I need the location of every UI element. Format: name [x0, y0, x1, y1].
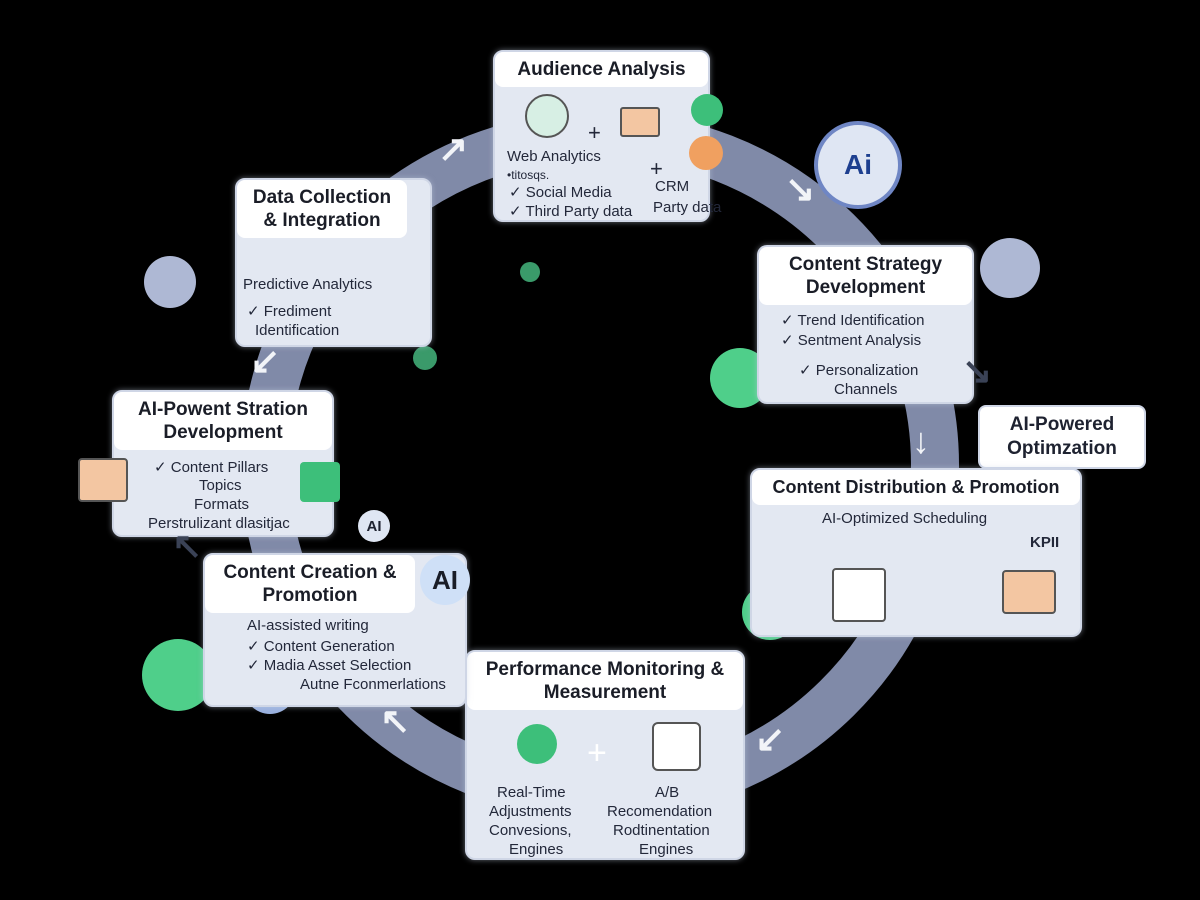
item: ✓ Content Pillars: [154, 459, 269, 476]
item: AI-assisted writing: [247, 617, 369, 634]
folder-circle-icon: [710, 348, 770, 408]
item: Real-Time: [497, 784, 566, 801]
item: Predictive Analytics: [243, 276, 373, 293]
card-title: Performance Monitoring & Measurement: [467, 652, 743, 710]
audience-analysis-card: Audience Analysis + Web Analytics •titos…: [493, 50, 723, 222]
kpi-label: KPII: [1030, 534, 1060, 551]
audio-wave-icon: [691, 94, 723, 126]
laptop-icon: [620, 107, 660, 137]
webcam-icon: [517, 724, 557, 764]
screen-circle-icon: [142, 639, 214, 711]
data-collection-card: Data Collection & Integration Predictive…: [235, 178, 432, 347]
item: AI-Optimized Scheduling: [822, 510, 988, 527]
arrow-icon: ↙: [755, 718, 786, 759]
calendar-icon: [78, 458, 128, 502]
item: Adjustments: [489, 803, 572, 820]
item: ✓ Frediment: [247, 303, 332, 320]
analytics-circle-icon: [144, 256, 196, 308]
item: A/B: [655, 784, 680, 801]
item: Party data: [653, 199, 722, 216]
card-title: Data Collection & Integration: [237, 180, 407, 238]
card-title: Content Creation & Promotion: [205, 555, 415, 613]
item: Engines: [639, 841, 694, 858]
item: Convesions,: [489, 822, 572, 839]
card-title: Content Distribution & Promotion: [752, 470, 1080, 505]
performance-monitoring-card: Performance Monitoring & Measurement + R…: [465, 650, 745, 860]
content-distribution-card: Content Distribution & Promotion AI-Opti…: [750, 468, 1082, 637]
plus-sign: +: [588, 120, 601, 145]
arrow-icon: ↙: [250, 340, 281, 381]
card-title: Content Strategy Development: [759, 247, 972, 305]
item: Engines: [509, 841, 564, 858]
item: ✓ Personalization: [799, 362, 919, 379]
item: CRM: [655, 178, 690, 195]
item: ✓ Trend Identification: [781, 312, 925, 329]
item: Channels: [834, 381, 898, 398]
card-title: Audience Analysis: [495, 52, 708, 87]
ai-optimization-label: AI-Powered Optimzation: [978, 405, 1146, 469]
chart-circle-icon: [980, 238, 1040, 298]
item: ✓ Sentment Analysis: [781, 332, 922, 349]
item: Rodtinentation: [613, 822, 710, 839]
item: ✓ Social Media: [509, 184, 612, 201]
item: Identification: [255, 322, 340, 339]
item: ✓ Madia Asset Selection: [247, 657, 412, 674]
ai-small-badge: AI: [358, 510, 390, 542]
arrow-icon: ↖: [172, 525, 203, 566]
ai-badge-large: Ai: [844, 149, 872, 180]
item: Formats: [194, 496, 250, 513]
arrow-icon: ↘: [785, 168, 816, 209]
content-strategy-card: Content Strategy Development ✓ Trend Ide…: [757, 245, 974, 404]
face-icon: [689, 136, 723, 170]
arrow-icon: ↓: [912, 420, 930, 461]
ai-creation-badge: AI: [420, 555, 470, 605]
browser-icon: [1002, 570, 1056, 614]
webcam-icon: [525, 94, 569, 138]
arrow-icon: ↗: [438, 128, 469, 169]
item: Web Analytics: [507, 148, 601, 165]
arrow-icon: ↘: [962, 350, 993, 391]
item: ✓ Content Generation: [247, 638, 395, 655]
map-icon: [300, 462, 340, 502]
ai-badge-ring: [814, 121, 902, 209]
ai-strategy-card: AI-Powent Stration Development ✓ Content…: [112, 390, 334, 537]
card-title: AI-Powent Stration Development: [114, 392, 332, 450]
shield-check-icon: [652, 722, 701, 771]
item: •titosqs.: [507, 168, 550, 182]
document-icon: [832, 568, 886, 622]
item: Topics: [199, 477, 242, 494]
arrow-icon: ↖: [380, 700, 411, 741]
plus-sign: +: [587, 734, 607, 772]
plus-sign: +: [650, 156, 663, 181]
item: ✓ Third Party data: [509, 203, 633, 220]
item: Autne Fconmerlations: [300, 676, 446, 693]
item: Recomendation: [607, 803, 713, 820]
item: Perstrulizant dlasitjac: [148, 515, 290, 532]
